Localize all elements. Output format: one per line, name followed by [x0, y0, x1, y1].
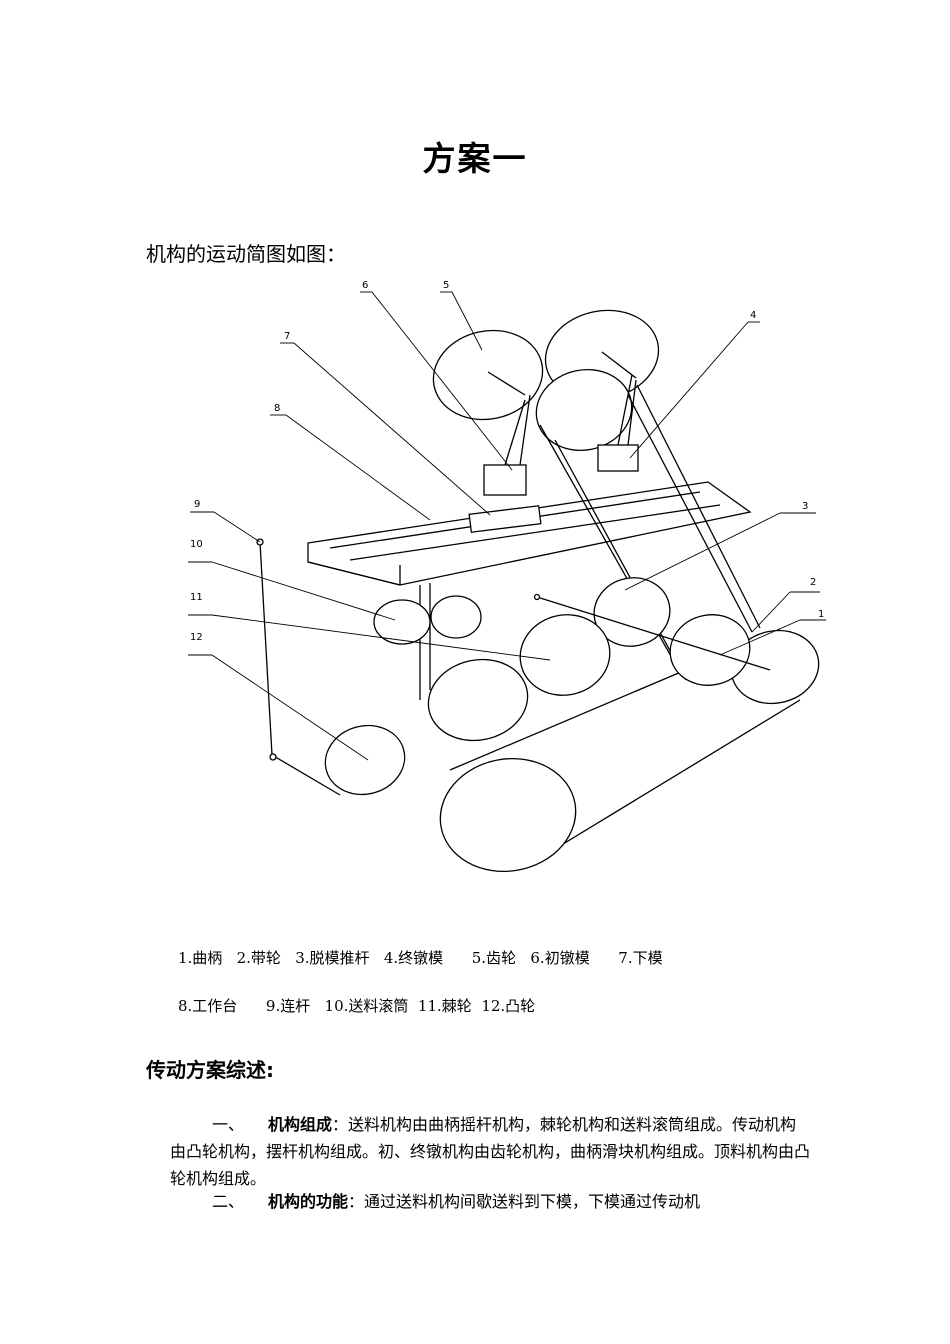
- figure-label: 4: [750, 310, 756, 321]
- paragraph-function: 二、 机构的功能：通过送料机构间歇送料到下模，下模通过传动机: [170, 1188, 810, 1215]
- figure-label: 2: [810, 577, 816, 588]
- figure-label: 11: [190, 592, 203, 603]
- paragraph-number: 一、: [212, 1115, 245, 1134]
- crank-disk: [439, 757, 577, 873]
- figure-label: 1: [818, 609, 824, 620]
- figure-caption-line-2: 8.工作台 9.连杆 10.送料滚筒 11.棘轮 12.凸轮: [178, 997, 536, 1015]
- figure-caption-line-1: 1.曲柄 2.带轮 3.脱模推杆 4.终镦模 5.齿轮 6.初镦模 7.下模: [178, 949, 663, 967]
- figure-label: 12: [190, 632, 203, 643]
- paragraph-number: 二、: [212, 1192, 245, 1211]
- figure-label: 6: [362, 280, 368, 291]
- final-upset-die: [597, 444, 639, 472]
- section-heading: 传动方案综述:: [146, 1058, 274, 1082]
- paragraph-composition: 一、 机构组成：送料机构由曲柄摇杆机构，棘轮机构和送料滚筒组成。传动机构由凸轮机构…: [170, 1111, 810, 1192]
- figure-label: 7: [284, 331, 290, 342]
- paragraph-term: 机构组成: [268, 1115, 333, 1134]
- paragraph-text: ：通过送料机构间歇送料到下模，下模通过传动机: [348, 1192, 701, 1211]
- mechanism-diagram: 6 5 4 7 8 9 3 10 2 11 1 12: [188, 280, 826, 873]
- page-title: 方案一: [422, 139, 528, 178]
- figure-intro: 机构的运动简图如图：: [146, 242, 346, 266]
- figure-label: 5: [443, 280, 449, 291]
- figure-label: 9: [194, 499, 200, 510]
- figure-label: 3: [802, 501, 808, 512]
- cam: [324, 724, 406, 796]
- ratchet-wheel: [519, 614, 611, 696]
- feed-drum: [373, 599, 431, 645]
- paragraph-term: 机构的功能: [268, 1192, 349, 1211]
- initial-upset-die: [483, 464, 527, 496]
- gear-5: [432, 329, 544, 421]
- figure-label: 8: [274, 403, 280, 414]
- figure-label: 10: [190, 539, 203, 550]
- paragraph-text: ：送料机构由曲柄摇杆机构，棘轮机构和送料滚筒组成。传动机构由凸轮机构，摆杆机构组…: [170, 1115, 811, 1188]
